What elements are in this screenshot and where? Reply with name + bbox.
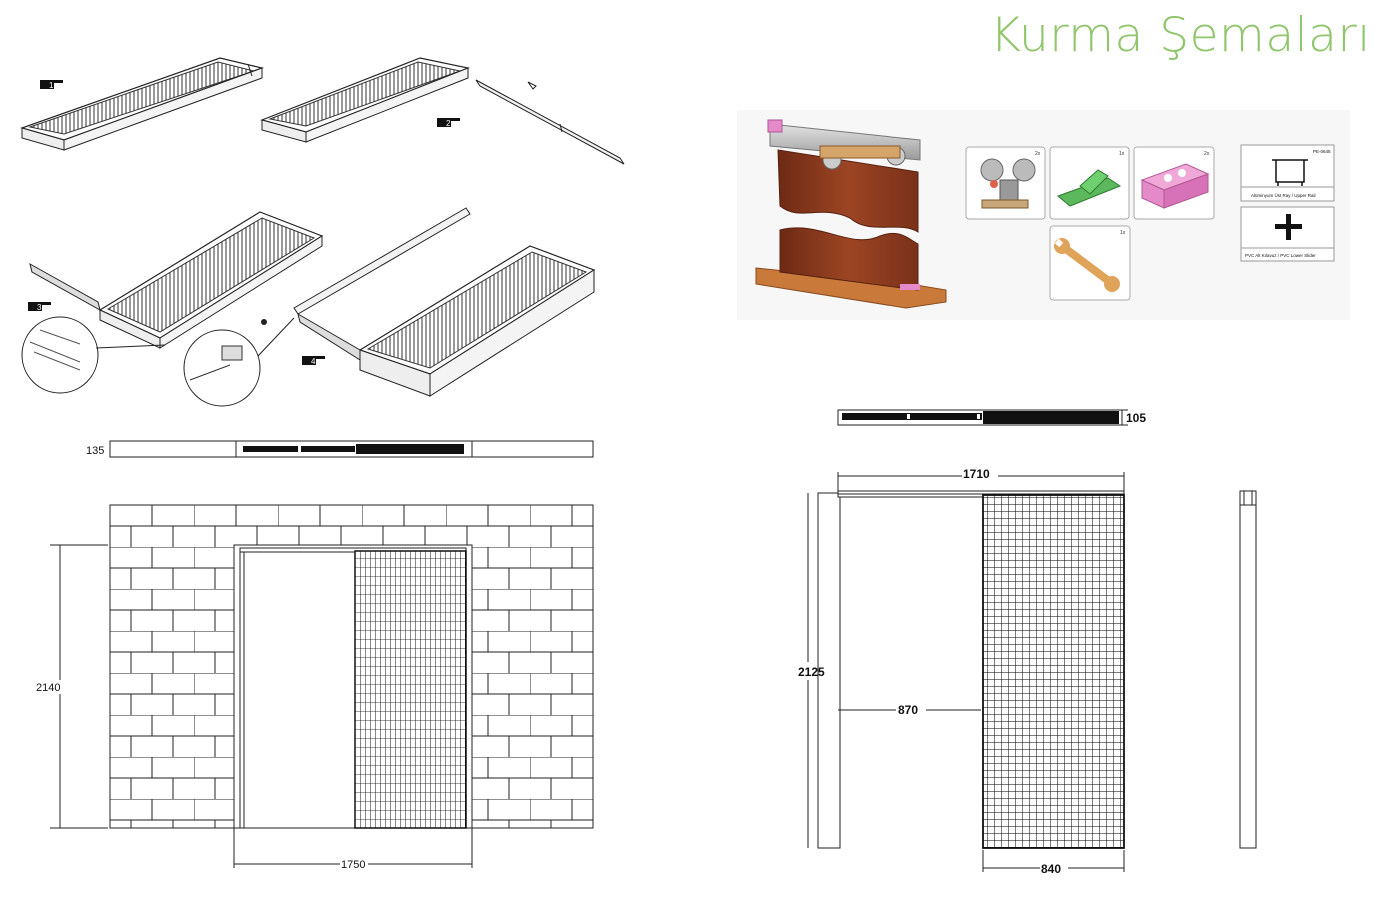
left-dimension-lines xyxy=(50,544,473,868)
step-3-detail-circle xyxy=(21,316,166,394)
right-height-label: 2125 xyxy=(798,665,825,679)
right-plan-view xyxy=(837,409,1128,426)
qty-wrench: 1x xyxy=(1120,230,1126,236)
step-4-detail-circle xyxy=(183,317,295,407)
right-side-section xyxy=(1239,490,1257,849)
step-3-number: 3 xyxy=(37,303,42,312)
right-door-leaf xyxy=(982,494,1125,849)
step-4-number: 4 xyxy=(311,357,316,366)
qty-roller: 2x xyxy=(1035,151,1041,157)
step-4-panel xyxy=(293,207,596,397)
left-depth-label: 135 xyxy=(86,445,104,457)
lower-slider-label: PVC Alt Kılavuz / PVC Lower Slider xyxy=(1245,253,1316,258)
rail-profile-code: PE-0645 xyxy=(1313,149,1331,154)
qty-block: 2x xyxy=(1204,151,1210,157)
rail-profile-icon xyxy=(1240,144,1335,202)
left-door-leaf xyxy=(354,550,467,829)
right-depth-label: 105 xyxy=(1126,411,1146,425)
right-width-label: 1710 xyxy=(963,467,990,481)
wrench-icon xyxy=(1049,225,1131,301)
pointing-hand-icon xyxy=(28,80,460,365)
step-1-number: 1 xyxy=(49,81,54,90)
step-3-panel xyxy=(29,211,324,349)
right-frame xyxy=(817,490,1125,849)
step-2-panel xyxy=(260,57,471,143)
upper-rail-label: Alüminyum Üst Ray / Upper Rail xyxy=(1251,192,1316,198)
right-door-width-label: 840 xyxy=(1041,862,1061,876)
step-1-panel xyxy=(20,57,265,151)
qty-stopper: 1x xyxy=(1119,151,1125,157)
part-stopper-tile xyxy=(1049,146,1130,220)
part-pink-block-tile xyxy=(1133,146,1215,220)
part-roller-tile xyxy=(965,146,1046,220)
brick-wall xyxy=(109,504,594,829)
step-2-rail xyxy=(475,79,625,165)
step-2-number: 2 xyxy=(446,119,451,128)
right-opening-label: 870 xyxy=(898,703,918,717)
cross-slider-icon xyxy=(1240,206,1335,262)
page-title: Kurma Şemaları xyxy=(990,8,1371,63)
left-plan-view xyxy=(109,440,594,458)
left-width-label: 1750 xyxy=(341,859,365,871)
left-height-label: 2140 xyxy=(36,682,60,694)
right-dimension-lines xyxy=(807,472,1125,872)
